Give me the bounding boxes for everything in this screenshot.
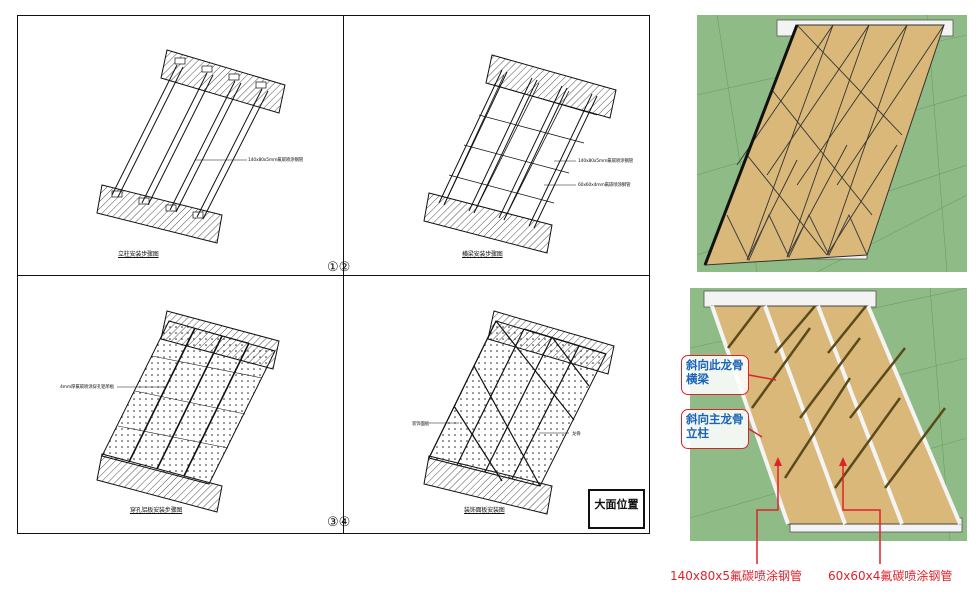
q4-leader-label-b: 龙骨	[572, 432, 581, 437]
render-view-top	[697, 15, 967, 272]
q2-diagonal-beams	[443, 74, 598, 221]
beam-leader-arrow	[748, 374, 777, 381]
main-pipe-leader	[756, 462, 779, 564]
render-bottom-beams	[727, 305, 946, 489]
step-marker-bottom: ③④	[327, 515, 351, 530]
quadrant-3-panel-drawing	[96, 310, 280, 513]
render-top-main-column	[703, 24, 799, 266]
q1-steel-columns	[111, 64, 269, 220]
q1-leader-label: 140x80x5mm氟碳喷涂钢管	[248, 158, 304, 163]
title-block	[588, 489, 645, 529]
sheet-divider-vertical	[343, 15, 344, 534]
title-block-label: 大面位置	[594, 498, 639, 511]
secondary-pipe-leader	[842, 462, 881, 564]
q2-caption: 横梁安装步骤图	[462, 251, 503, 258]
q2-leader-label-a: 140x80x5mm氟碳喷涂钢管	[578, 159, 634, 164]
sheet-divider-horizontal	[17, 275, 650, 276]
q3-leader-label: 4mm厚氟碳喷涂穿孔铝单板	[60, 385, 115, 390]
column-leader-arrow	[748, 428, 763, 438]
quadrant-1-column-drawing	[96, 49, 286, 244]
main-pipe-arrowhead	[774, 457, 782, 466]
quadrant-2-beam-drawing	[423, 54, 617, 254]
callout-beam: 斜向此龙骨横梁	[681, 355, 749, 395]
q2-bottom-concrete-slab	[423, 192, 553, 254]
render-top-folded-edge	[726, 213, 868, 262]
q1-top-concrete-slab	[160, 49, 286, 114]
q4-caption: 装饰面板安装图	[464, 507, 505, 514]
q2-top-concrete-slab	[485, 54, 617, 119]
secondary-pipe-arrowhead	[839, 457, 847, 466]
q4-diagonal-grid	[428, 320, 607, 487]
dim-secondary-pipe: 60x60x4氟碳喷涂钢管	[828, 569, 953, 583]
q2-leader-label-b: 60x60x4mm氟碳喷涂钢管	[578, 183, 631, 188]
dim-main-pipe: 140x80x5氟碳喷涂钢管	[670, 569, 803, 583]
render-top-scene	[697, 15, 967, 272]
render-bottom-columns	[710, 305, 962, 525]
step-marker-top: ①②	[327, 260, 351, 275]
quadrant-4-decor-drawing	[423, 310, 615, 515]
q4-leader-label-a: 装饰面板	[412, 422, 430, 427]
q3-diamond-lines	[117, 320, 263, 449]
q3-perforated-panel-area	[101, 320, 276, 485]
callout-column: 斜向主龙骨立柱	[681, 409, 749, 449]
q3-caption: 穿孔铝板安装步骤图	[130, 507, 183, 514]
q1-caption: 立柱安装步骤图	[118, 251, 159, 258]
q1-bottom-concrete-slab	[96, 184, 223, 244]
